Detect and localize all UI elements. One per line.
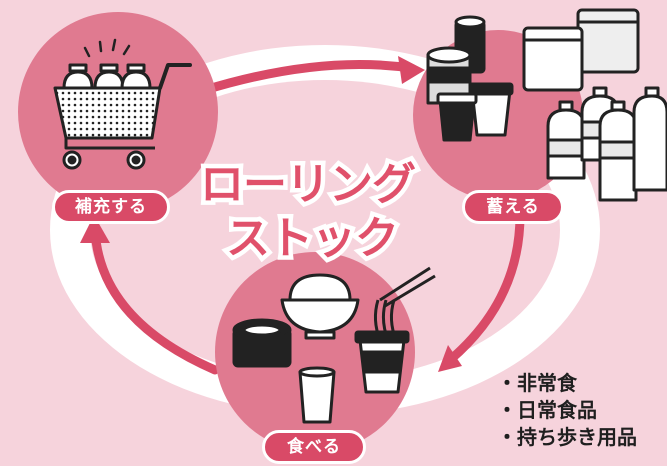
can-icon [232,318,292,368]
step-eat-label: 食べる [262,430,366,464]
arrow-to-replenish [90,225,220,375]
arrow-to-store [200,59,415,95]
title-line2: ストック [222,209,404,269]
shopping-cart-icon [53,63,192,170]
cup-noodle-icon [436,82,514,142]
list-item: ・日常食品 [497,398,597,422]
title-line1: ローリング [196,155,421,215]
storage-icons [426,8,667,202]
step-store-label: 蓄える [462,190,564,224]
eat-circle [215,252,415,452]
step-replenish-label: 補充する [52,190,170,224]
arrow-to-eat [445,210,525,365]
list-item: ・非常食 [497,371,577,395]
cycle-arrows [90,59,525,375]
list-item: ・持ち歩き用品 [497,425,637,449]
zip-bag-icon [522,8,640,92]
glass-icon [298,366,336,424]
cup-noodle-icon [354,330,410,394]
bottle-icon [546,86,667,202]
bottle-icon [62,63,152,90]
sparkle-icon [83,38,131,58]
rice-bowl-icon [280,273,360,340]
item-list: ・非常食 ・日常食品 ・持ち歩き用品 [497,370,637,451]
eat-icons [232,266,436,424]
